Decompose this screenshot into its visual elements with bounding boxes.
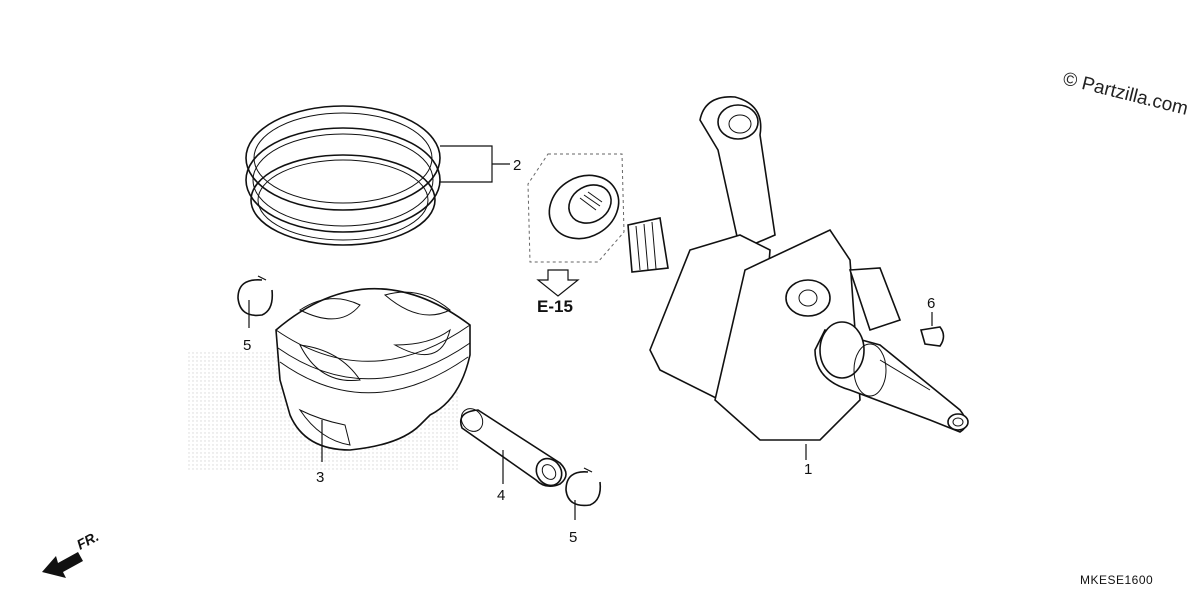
reference-dashed-frame bbox=[527, 153, 625, 263]
callout-piston-ring-set[interactable]: 2 bbox=[513, 157, 521, 174]
callout-piston[interactable]: 3 bbox=[316, 469, 324, 486]
front-direction-indicator: FR. bbox=[42, 528, 101, 578]
reference-label[interactable]: E-15 bbox=[537, 297, 573, 316]
front-label: FR. bbox=[74, 528, 101, 553]
bearing-reference-group: E-15 bbox=[527, 153, 630, 316]
callout-piston-pin[interactable]: 4 bbox=[497, 487, 505, 504]
callout-crankshaft[interactable]: 1 bbox=[804, 461, 812, 478]
piston-pin[interactable] bbox=[457, 404, 567, 490]
pin-clip-left[interactable] bbox=[237, 275, 274, 317]
woodruff-key[interactable] bbox=[919, 326, 945, 347]
piston[interactable] bbox=[275, 287, 471, 451]
crankshaft[interactable] bbox=[627, 96, 969, 441]
reference-arrow-icon bbox=[536, 269, 580, 297]
diagram-code: MKESE1600 bbox=[1080, 573, 1153, 587]
callout-pin-clip-left[interactable]: 5 bbox=[243, 337, 251, 354]
callout-pin-clip-right[interactable]: 5 bbox=[569, 529, 577, 546]
piston-ring-set[interactable] bbox=[245, 105, 441, 246]
pin-clip-right[interactable] bbox=[565, 467, 602, 507]
callout-woodruff-key[interactable]: 6 bbox=[927, 295, 935, 312]
front-arrow-icon bbox=[42, 552, 83, 578]
crank-bearing[interactable] bbox=[538, 163, 630, 251]
watermark-text: © Partzilla.com bbox=[1061, 68, 1190, 119]
leader-lines bbox=[248, 145, 933, 520]
